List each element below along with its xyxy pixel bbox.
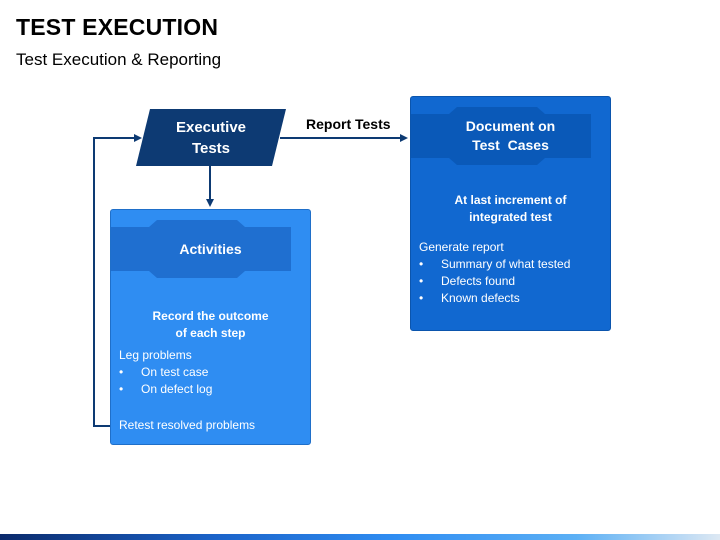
document-list-heading: Generate report bbox=[419, 240, 504, 254]
activities-list: Leg problems On test case On defect log bbox=[119, 347, 212, 398]
banner-shape bbox=[111, 220, 291, 278]
report-tests-label: Report Tests bbox=[306, 116, 391, 132]
document-title-line1: Document on bbox=[465, 118, 556, 134]
list-item: Summary of what tested bbox=[419, 256, 570, 273]
page-title: TEST EXECUTION bbox=[16, 14, 219, 40]
activities-subhead: Record the outcome of each step bbox=[111, 308, 310, 342]
activities-panel: Activities Record the outcome of each st… bbox=[110, 209, 311, 445]
list-item: Defects found bbox=[419, 273, 570, 290]
bottom-gradient-bar bbox=[0, 534, 720, 540]
activities-title: Activities bbox=[179, 240, 242, 257]
activities-list-heading: Leg problems bbox=[119, 348, 192, 362]
banner-shape bbox=[411, 107, 591, 165]
activities-subhead-line2: of each step bbox=[175, 326, 246, 340]
document-subhead: At last increment of integrated test bbox=[411, 192, 610, 226]
edge-activities-loop-back bbox=[93, 134, 142, 427]
document-subhead-line1: At last increment of bbox=[454, 193, 567, 207]
node-executive-tests: Executive Tests bbox=[136, 109, 286, 166]
list-item: On test case bbox=[119, 364, 212, 381]
executive-tests-label-line1: Executive bbox=[175, 118, 247, 136]
document-subhead-line2: integrated test bbox=[469, 210, 552, 224]
list-item: Known defects bbox=[419, 290, 570, 307]
executive-tests-label-line2: Tests bbox=[191, 139, 231, 157]
document-list: Generate report Summary of what tested D… bbox=[419, 239, 570, 307]
document-title-line2: Test Cases bbox=[472, 137, 549, 153]
activities-footer: Retest resolved problems bbox=[119, 418, 256, 432]
parallelogram-shape bbox=[136, 109, 286, 166]
page-subtitle: Test Execution & Reporting bbox=[16, 50, 222, 69]
activities-subhead-line1: Record the outcome bbox=[152, 309, 269, 323]
list-item: On defect log bbox=[119, 381, 212, 398]
document-panel: Document on Test Cases At last increment… bbox=[410, 96, 611, 331]
document-banner: Document on Test Cases bbox=[411, 107, 610, 165]
activities-banner: Activities bbox=[111, 220, 310, 278]
